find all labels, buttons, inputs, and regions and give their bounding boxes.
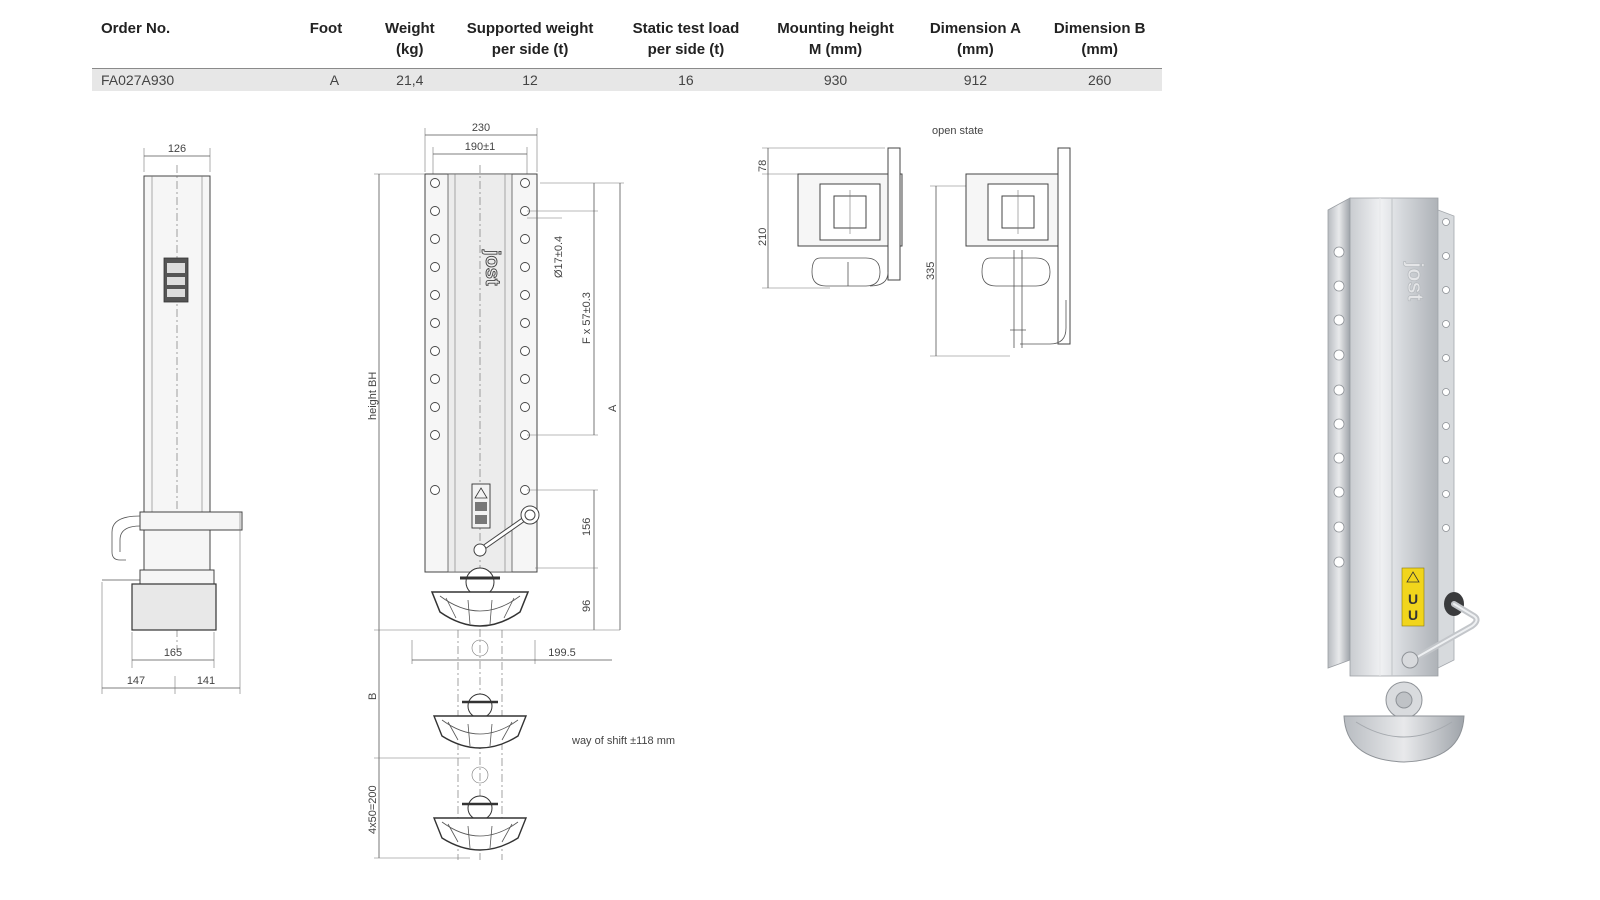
col-weight: Weight(kg): [373, 14, 446, 69]
dim-230: 230: [472, 122, 490, 134]
col-foot: Foot: [199, 14, 374, 69]
dim-78: 78: [757, 160, 769, 172]
dim-165: 165: [164, 647, 182, 659]
spec-table: Order No. Foot Weight(kg) Supported weig…: [92, 14, 1162, 91]
dim-4x50: 4x50=200: [367, 785, 379, 834]
warning-label-icon: [1401, 567, 1425, 627]
table-row: FA027A930 A 21,4 12 16 930 912 260: [92, 68, 1162, 91]
foot-main: [430, 567, 530, 627]
dim-a: A: [607, 404, 619, 412]
cell-mounting-height: 930: [757, 68, 914, 91]
side-view: 126 165 147 141: [101, 143, 243, 694]
svg-text:U: U: [1408, 607, 1418, 623]
top-view-closed: 78 210: [757, 147, 903, 289]
cell-order-no: FA027A930: [92, 68, 200, 91]
dim-210: 210: [757, 228, 769, 246]
mounting-holes: [430, 178, 530, 495]
dim-hole-pitch: F x 57±0.3: [581, 292, 593, 344]
way-of-shift-note: way of shift ±118 mm: [571, 735, 675, 747]
dim-96: 96: [581, 600, 593, 612]
jost-logo: jost: [481, 249, 503, 286]
cell-static-test-load: 16: [614, 68, 758, 91]
spec-table-header-row: Order No. Foot Weight(kg) Supported weig…: [92, 14, 1162, 69]
product-photo: jost U U: [1327, 197, 1480, 763]
cell-dimension-a: 912: [913, 68, 1038, 91]
foot-shift-1: [432, 693, 528, 749]
cell-foot: A: [199, 68, 374, 91]
top-view-open: open state 335: [925, 125, 1071, 357]
foot-shift-2: [432, 795, 528, 851]
dim-190: 190±1: [465, 141, 496, 153]
dim-141: 141: [197, 675, 215, 687]
dim-335: 335: [925, 262, 937, 280]
front-view: 230 190±1 jost: [367, 122, 675, 860]
dim-hole-diameter: Ø17±0.4: [553, 236, 565, 278]
cell-dimension-b: 260: [1037, 68, 1162, 91]
dim-199-5: 199.5: [548, 647, 576, 659]
col-order-no: Order No.: [92, 14, 200, 69]
dim-156: 156: [581, 518, 593, 536]
crank-handle-icon: [111, 515, 141, 561]
dim-b: B: [367, 693, 379, 700]
svg-text:U: U: [1408, 591, 1418, 607]
dim-126: 126: [168, 143, 186, 155]
jost-logo: jost: [1403, 261, 1428, 302]
cell-supported-weight: 12: [445, 68, 615, 91]
crank-handle-icon: [1401, 592, 1480, 669]
dim-147: 147: [127, 675, 145, 687]
col-dimension-b: Dimension B(mm): [1037, 14, 1162, 69]
foot-photo: [1343, 681, 1465, 763]
col-dimension-a: Dimension A(mm): [913, 14, 1038, 69]
dim-height-bh: height BH: [367, 372, 379, 420]
cell-weight: 21,4: [373, 68, 446, 91]
open-state-label: open state: [932, 125, 983, 137]
